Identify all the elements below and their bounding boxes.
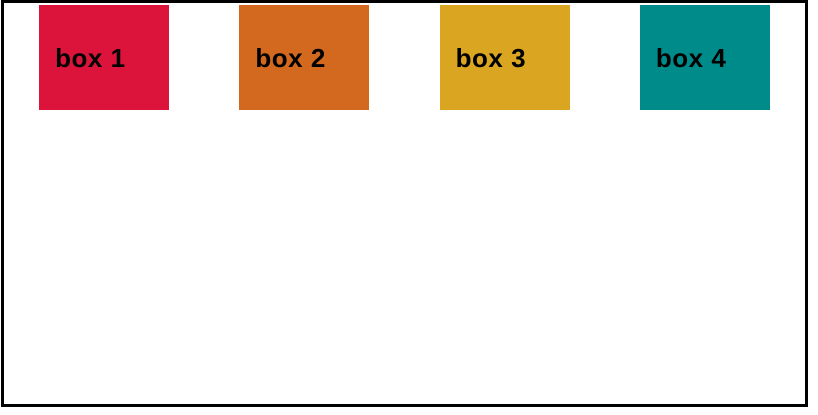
box-1: box 1	[39, 5, 170, 110]
box-4-label: box 4	[655, 42, 727, 73]
box-1-label: box 1	[55, 42, 126, 73]
box-4: box 4	[639, 5, 770, 110]
box-3: box 3	[439, 5, 570, 110]
box-2-label: box 2	[255, 42, 326, 73]
boxes-container: box 1 box 2 box 3 box 4	[1, 0, 808, 407]
box-3-label: box 3	[455, 42, 527, 73]
box-2: box 2	[239, 5, 370, 110]
